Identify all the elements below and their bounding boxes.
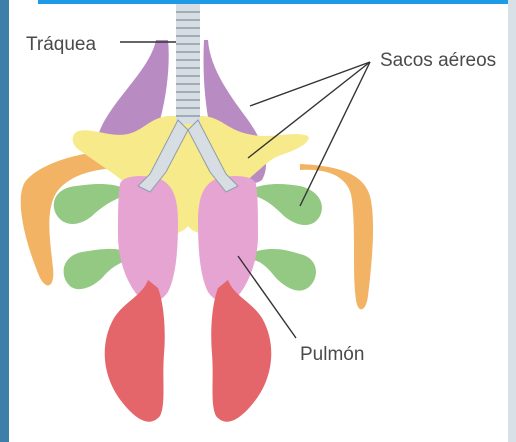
green-air-sac-upper-right <box>254 184 322 225</box>
label-trachea: Tráquea <box>26 34 96 55</box>
top-accent-bar <box>38 0 516 4</box>
red-air-sac-right <box>211 280 271 422</box>
label-lung: Pulmón <box>300 344 364 365</box>
green-air-sac-upper-left <box>54 184 124 224</box>
right-edge-strip <box>508 0 516 442</box>
label-air-sacs: Sacos aéreos <box>380 50 496 71</box>
red-air-sac-left <box>105 280 165 422</box>
orange-air-sac-right <box>300 164 373 309</box>
green-air-sac-lower-right <box>254 249 316 291</box>
left-edge-strip <box>0 0 9 442</box>
trachea <box>176 4 200 124</box>
air-sac-leader-2 <box>248 62 370 158</box>
